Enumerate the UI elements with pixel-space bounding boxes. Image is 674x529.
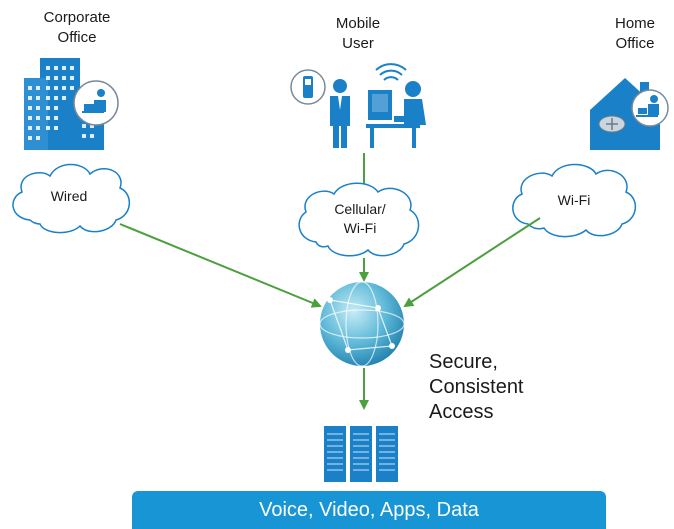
home-office-house-icon xyxy=(590,78,669,150)
mobile-label-line1: Mobile xyxy=(335,15,381,32)
access-line2: Consistent xyxy=(429,376,524,398)
mobile-label-line2: User xyxy=(342,35,374,52)
cellular-text-line2: Wi-Fi xyxy=(344,220,377,236)
cellular-cloud: Cellular/ Wi-Fi xyxy=(298,182,420,257)
home-label-line1: Home xyxy=(614,15,655,32)
mobile-user-person-icon xyxy=(290,69,350,148)
corporate-office-label: Corporate Office xyxy=(22,8,132,48)
services-bar: Voice, Video, Apps, Data xyxy=(132,491,606,529)
access-line1: Secure, xyxy=(429,351,498,373)
corporate-label-line1: Corporate xyxy=(43,9,111,26)
wifi-arrow xyxy=(403,217,541,308)
wired-cloud: Wired xyxy=(12,163,130,234)
mobile-user-label: Mobile User xyxy=(318,14,398,54)
wired-text: Wired xyxy=(51,188,88,204)
access-line3: Access xyxy=(429,401,494,423)
wifi-text: Wi-Fi xyxy=(558,192,591,208)
mobile-user-desk-icon xyxy=(366,63,426,148)
server-rack-icon xyxy=(324,426,398,482)
corporate-label-line2: Office xyxy=(57,29,97,46)
services-bar-text: Voice, Video, Apps, Data xyxy=(259,498,479,521)
wifi-cloud: Wi-Fi xyxy=(512,163,636,238)
cellular-text-line1: Cellular/ xyxy=(334,201,385,217)
home-office-label: Home Office xyxy=(600,14,670,54)
secure-access-text: Secure, Consistent Access xyxy=(429,350,524,425)
wired-arrow xyxy=(119,223,322,308)
home-label-line2: Office xyxy=(615,35,655,52)
corporate-building-icon xyxy=(24,58,119,150)
globe-icon xyxy=(319,281,405,367)
